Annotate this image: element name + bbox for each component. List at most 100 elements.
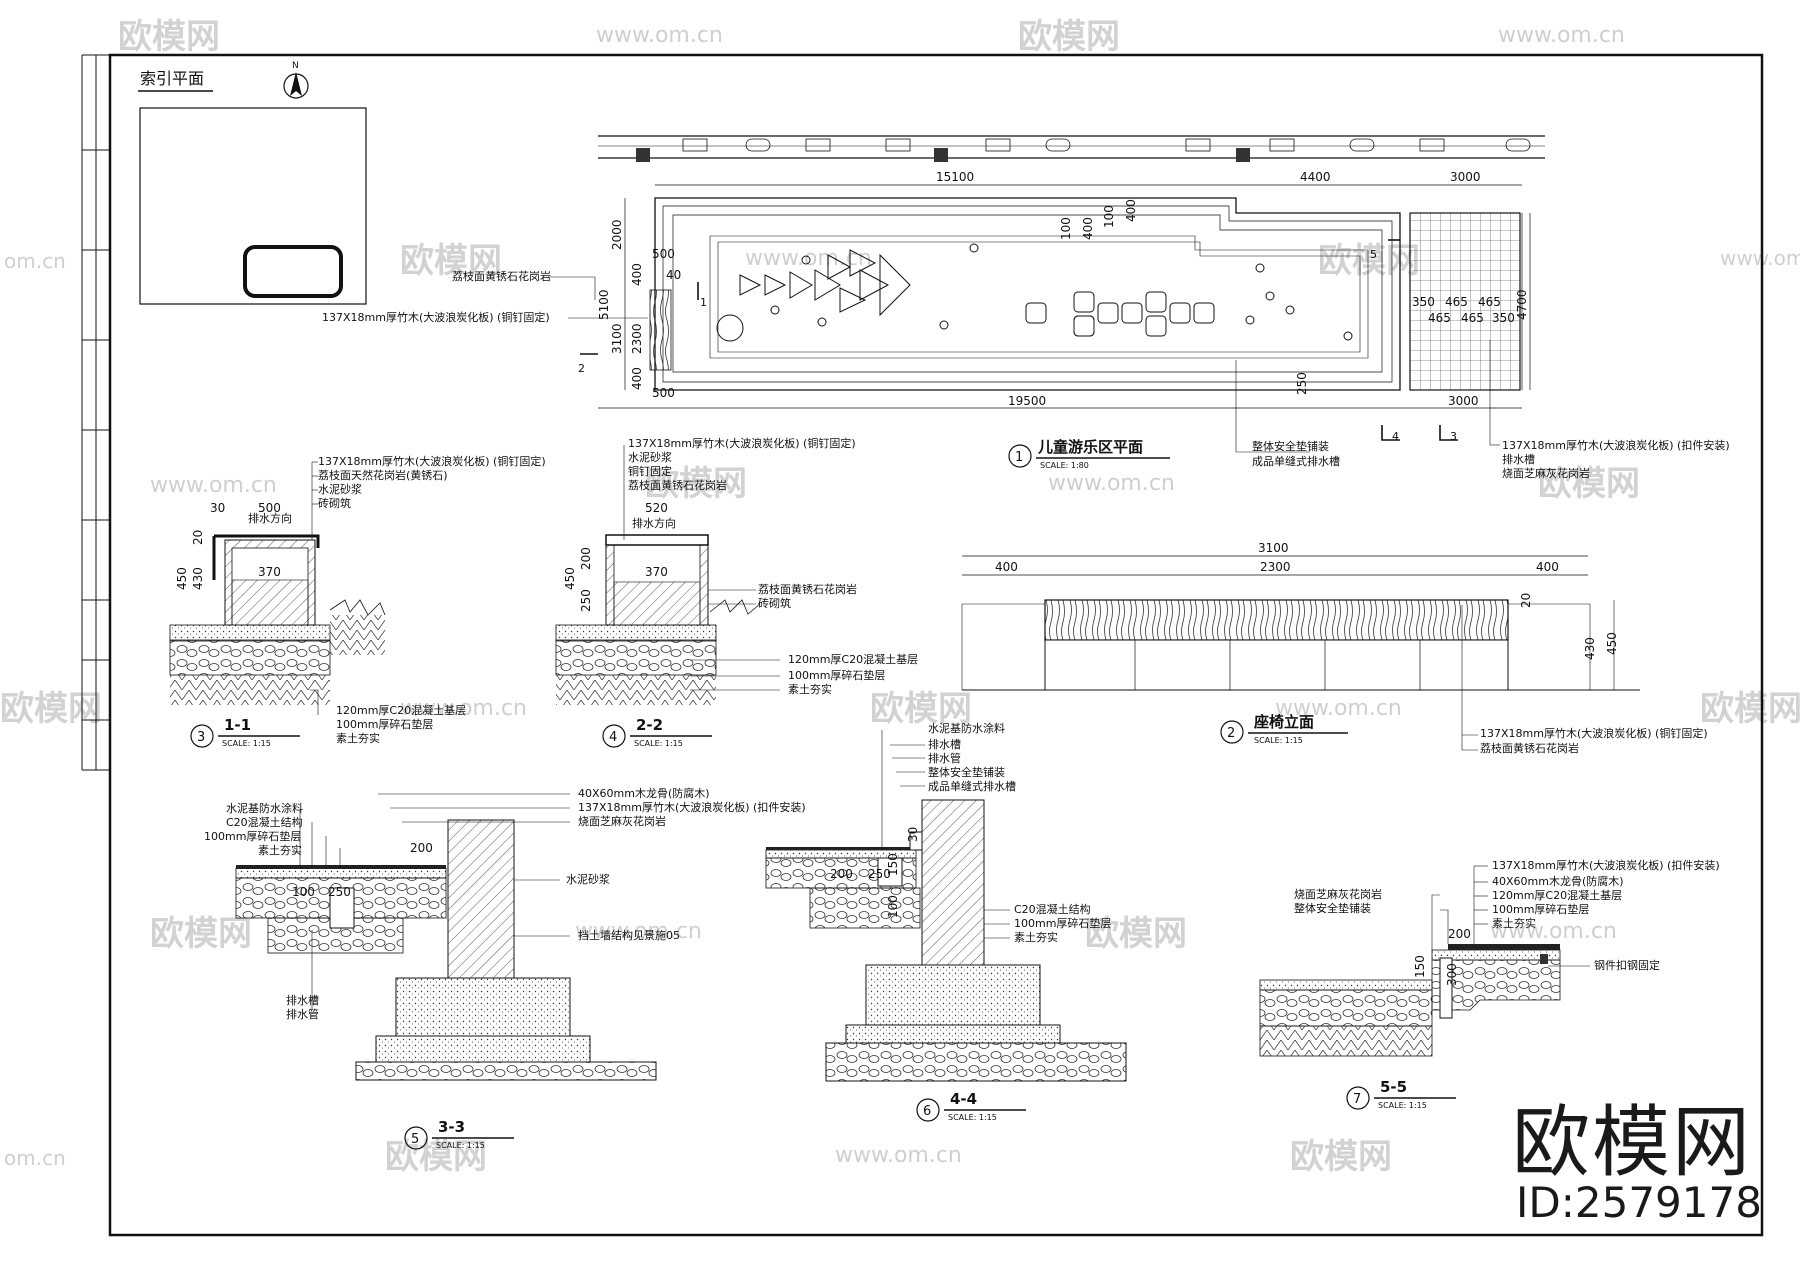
svg-text:2: 2 — [578, 362, 585, 375]
plan-label-stone: 荔枝面黄锈石花岗岩 — [452, 269, 551, 283]
plan-step-dimensions: 100 400 100 400 — [1059, 199, 1138, 240]
svg-text:排水管: 排水管 — [928, 751, 961, 765]
svg-text:排水方向: 排水方向 — [248, 511, 292, 525]
svg-text:200: 200 — [579, 547, 593, 570]
watermark-brand: 欧模网 — [118, 17, 220, 57]
svg-text:520: 520 — [645, 501, 668, 515]
svg-text:100: 100 — [292, 885, 315, 899]
svg-text:100mm厚碎石垫层: 100mm厚碎石垫层 — [788, 668, 885, 682]
watermark-brand: 欧模网 — [400, 241, 502, 281]
svg-text:7: 7 — [1353, 1092, 1361, 1107]
svg-text:200: 200 — [410, 841, 433, 855]
svg-text:整体安全垫铺装: 整体安全垫铺装 — [1294, 901, 1371, 915]
watermark-url: www.om.cn — [400, 696, 527, 721]
svg-text:5: 5 — [411, 1132, 419, 1147]
svg-text:250: 250 — [1295, 372, 1309, 395]
svg-text:铜钉固定: 铜钉固定 — [628, 464, 672, 478]
svg-text:3: 3 — [1450, 430, 1457, 443]
svg-text:荔枝面天然花岗岩(黄锈石): 荔枝面天然花岗岩(黄锈石) — [318, 468, 448, 482]
svg-text:烧面芝麻灰花岗岩: 烧面芝麻灰花岗岩 — [578, 814, 666, 828]
svg-text:水泥基防水涂料: 水泥基防水涂料 — [226, 801, 303, 815]
svg-text:素土夯实: 素土夯实 — [1014, 930, 1058, 944]
svg-text:4: 4 — [1392, 430, 1399, 443]
section-cut-marks — [580, 239, 1458, 441]
svg-text:120mm厚C20混凝土基层: 120mm厚C20混凝土基层 — [788, 652, 918, 666]
north-arrow-icon: N — [283, 61, 309, 99]
svg-text:500: 500 — [258, 501, 281, 515]
svg-text:137X18mm厚竹木(大波浪炭化板) (铜钉固定): 137X18mm厚竹木(大波浪炭化板) (铜钉固定) — [1480, 726, 1708, 740]
site-outline — [139, 107, 367, 305]
sheet-border — [108, 53, 1764, 1237]
plan-top-dimensions: 15100 4400 3000 — [655, 170, 1522, 186]
svg-text:C20混凝土结构: C20混凝土结构 — [1014, 902, 1091, 916]
section-3-3: 水泥基防水涂料 C20混凝土结构 100mm厚碎石垫层 素土夯实 40X60mm… — [204, 786, 806, 1150]
dim-15100: 15100 — [936, 170, 974, 184]
watermark-brand: 欧模网 — [150, 914, 252, 954]
watermark-url: www.om.cn — [575, 919, 702, 944]
dim-4700: 4700 — [1515, 289, 1529, 320]
svg-text:200: 200 — [1448, 927, 1471, 941]
bench-elevation: 3100 400 2300 400 430 450 20 137X18mm厚竹木… — [961, 541, 1708, 755]
svg-text:465: 465 — [1445, 295, 1468, 309]
svg-text:450: 450 — [175, 567, 189, 590]
svg-text:荔枝面黄锈石花岗岩: 荔枝面黄锈石花岗岩 — [1480, 741, 1579, 755]
dim-2000: 2000 — [610, 219, 624, 250]
svg-text:荔枝面黄锈石花岗岩: 荔枝面黄锈石花岗岩 — [758, 582, 857, 596]
watermark-brand: 欧模网 — [645, 464, 747, 504]
svg-text:400: 400 — [1081, 217, 1095, 240]
index-highlight-area — [243, 245, 343, 298]
svg-text:465: 465 — [1478, 295, 1501, 309]
index-plan-title: 索引平面 — [140, 69, 204, 88]
svg-text:SCALE: 1:15: SCALE: 1:15 — [1254, 736, 1303, 745]
plan-label-mat: 整体安全垫铺装 — [1252, 439, 1329, 453]
playground-outer-edge — [654, 197, 1401, 391]
svg-text:430: 430 — [1583, 637, 1597, 660]
svg-text:430: 430 — [191, 567, 205, 590]
svg-text:250: 250 — [328, 885, 351, 899]
svg-text:120mm厚C20混凝土基层: 120mm厚C20混凝土基层 — [1492, 888, 1622, 902]
svg-text:6: 6 — [923, 1104, 931, 1119]
brand-id: ID:2579178 — [1516, 1178, 1762, 1227]
section-5-5: 烧面芝麻灰花岗岩 整体安全垫铺装 137X18mm厚竹木(大波浪炭化板) (扣件… — [1259, 858, 1720, 1110]
section-2-2: 排水方向 520 370 450 200 250 137X18mm厚竹木(大波浪… — [555, 436, 918, 748]
svg-text:3: 3 — [197, 730, 205, 745]
watermark-brand: 欧模网 — [1538, 464, 1640, 504]
watermark-brand: 欧模网 — [385, 1137, 487, 1177]
plan-label-wood-right: 137X18mm厚竹木(大波浪炭化板) (扣件安装) — [1502, 438, 1730, 452]
svg-text:400: 400 — [1124, 199, 1138, 222]
svg-text:250: 250 — [868, 867, 891, 881]
plan-left-dimensions: 2000 5100 3100 2300 400 400 500 500 40 — [597, 198, 681, 400]
svg-text:1: 1 — [700, 296, 707, 309]
dim-500-bottom: 500 — [652, 386, 675, 400]
svg-text:素土夯实: 素土夯实 — [336, 731, 380, 745]
svg-text:100mm厚碎石垫层: 100mm厚碎石垫层 — [1014, 916, 1111, 930]
dim-3100: 3100 — [610, 323, 624, 354]
svg-text:钢件扣钢固定: 钢件扣钢固定 — [1594, 958, 1660, 972]
plan-label-gutter: 排水槽 — [1502, 452, 1535, 466]
dim-19500: 19500 — [1008, 394, 1046, 408]
title-strip — [81, 54, 110, 771]
svg-text:5: 5 — [1370, 248, 1377, 261]
svg-text:2: 2 — [1227, 726, 1235, 741]
dim-2300: 2300 — [630, 323, 644, 354]
triangle-game-pattern — [716, 243, 979, 342]
svg-text:C20混凝土结构: C20混凝土结构 — [226, 815, 303, 829]
dim-5100: 5100 — [597, 289, 611, 320]
svg-text:2300: 2300 — [1260, 560, 1291, 574]
svg-text:水泥基防水涂料: 水泥基防水涂料 — [928, 721, 1005, 735]
watermark-url: www.om.cn — [1498, 23, 1625, 48]
svg-text:SCALE: 1:15: SCALE: 1:15 — [436, 1141, 485, 1150]
plan-leaders — [548, 276, 1500, 453]
svg-text:烧面芝麻灰花岗岩: 烧面芝麻灰花岗岩 — [1294, 887, 1382, 901]
section-1-1: 排水方向 30 500 370 450 430 20 137X18mm厚竹木(大… — [169, 454, 546, 748]
svg-text:137X18mm厚竹木(大波浪炭化板) (铜钉固定): 137X18mm厚竹木(大波浪炭化板) (铜钉固定) — [318, 454, 546, 468]
watermark-brand: 欧模网 — [1318, 241, 1420, 281]
plan-label-granite: 烧面芝麻灰花岗岩 — [1502, 466, 1590, 480]
svg-text:137X18mm厚竹木(大波浪炭化板) (扣件安装): 137X18mm厚竹木(大波浪炭化板) (扣件安装) — [1492, 858, 1720, 872]
watermark-brand: 欧模网 — [870, 689, 972, 729]
svg-text:465: 465 — [1461, 311, 1484, 325]
svg-text:挡土墙结构见景施05: 挡土墙结构见景施05 — [578, 928, 680, 942]
section-2-2-title: 2-2 — [636, 716, 663, 734]
svg-text:SCALE: 1:15: SCALE: 1:15 — [1378, 1101, 1427, 1110]
watermark-brand: 欧模网 — [1085, 914, 1187, 954]
